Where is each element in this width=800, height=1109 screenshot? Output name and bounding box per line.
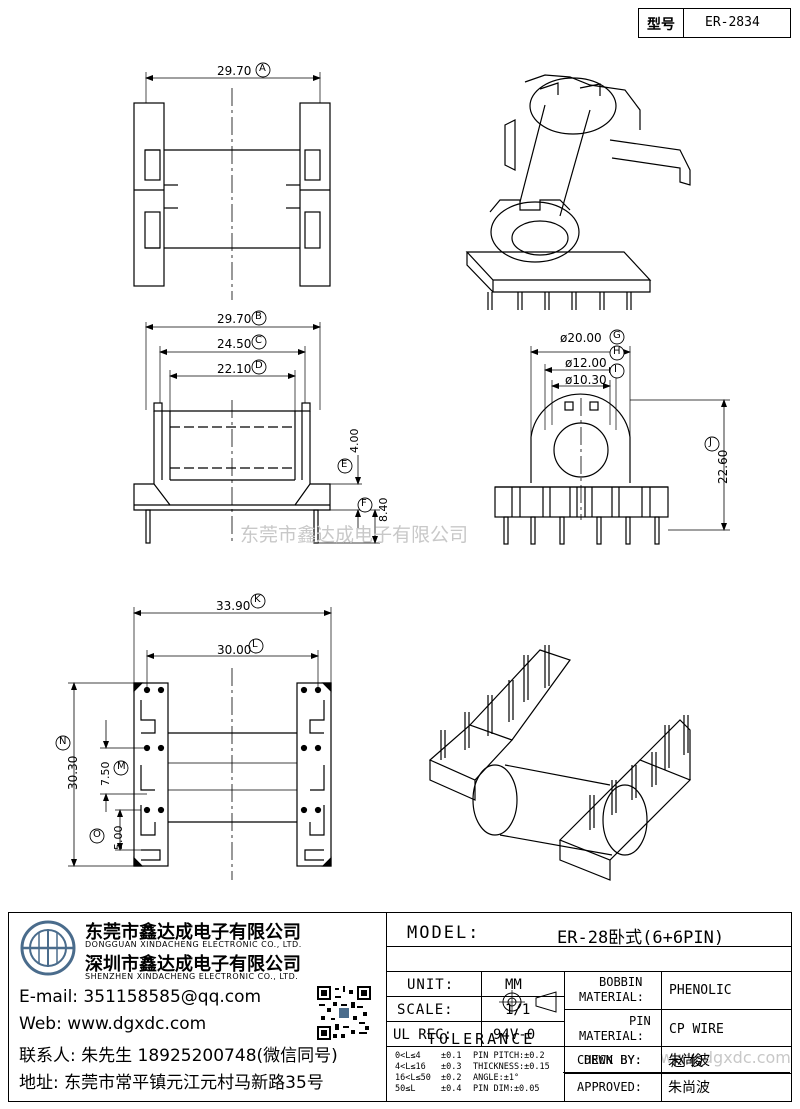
tol-spec: ANGLE:±1° <box>473 1073 520 1083</box>
dim-i-label: ø10.30 <box>565 373 607 387</box>
watermark-text: 东莞市鑫达成电子有限公司 <box>240 524 469 546</box>
dim-f-label: 8.40 <box>377 497 390 523</box>
bobbin-value: PHENOLIC <box>669 983 732 998</box>
callout-circles <box>55 62 720 844</box>
tol-row: 16<L≤50 ±0.2 ANGLE:±1° <box>395 1073 563 1084</box>
callout-l: L <box>252 639 258 650</box>
end-view <box>494 346 730 545</box>
footer: 东莞市鑫达成电子有限公司 DONGGUAN XINDACHENG ELECTRO… <box>8 912 792 1102</box>
dim-h-label: ø12.00 <box>565 356 607 370</box>
callout-f: F <box>361 498 367 509</box>
dim-c-label: 24.50 <box>217 337 252 351</box>
tol-value: ±0.1 <box>441 1051 462 1061</box>
callout-k: K <box>254 594 261 605</box>
tol-spec: THICKNESS:±0.15 <box>473 1062 550 1072</box>
dim-b-label: 29.70 <box>217 312 252 326</box>
qr-code <box>317 986 371 1040</box>
tol-value: ±0.4 <box>441 1084 462 1094</box>
company-web: Web: www.dgxdc.com <box>19 1014 207 1034</box>
scale-label: SCALE: <box>397 1002 454 1018</box>
tol-spec: PIN PITCH:±0.2 <box>473 1051 545 1061</box>
dim-m-label: 7.50 <box>99 761 112 787</box>
dim-n-label: 30.30 <box>66 755 80 790</box>
company-name-sz: 深圳市鑫达成电子有限公司 <box>85 954 301 975</box>
drwn-label: DRWN BY: <box>584 1053 642 1067</box>
company-name-sz-en: SHENZHEN XINDACHENG ELECTRONIC CO., LTD. <box>85 972 299 981</box>
approved-value: 朱尚波 <box>668 1080 710 1096</box>
company-name-dg: 东莞市鑫达成电子有限公司 <box>85 922 301 943</box>
type-value: ER-2834 <box>705 15 760 30</box>
projection-symbol <box>499 990 557 1014</box>
tol-row: 50≤L ±0.4 PIN DIM:±0.05 <box>395 1084 563 1095</box>
tol-value: ±0.2 <box>441 1073 462 1083</box>
tol-row: 0<L≤4 ±0.1 PIN PITCH:±0.2 <box>395 1051 563 1062</box>
pin-label-2: MATERIAL: <box>579 1029 645 1043</box>
company-name-dg-en: DONGGUAN XINDACHENG ELECTRONIC CO., LTD. <box>85 940 302 949</box>
dim-e-label: 4.00 <box>348 428 361 454</box>
tol-range: 0<L≤4 <box>395 1051 421 1061</box>
tol-value: ±0.3 <box>441 1062 462 1072</box>
tol-spec: PIN DIM:±0.05 <box>473 1084 540 1094</box>
check-value: 朱尚波 <box>668 1053 710 1069</box>
company-address: 地址: 东莞市常平镇元江元村马新路35号 <box>19 1073 324 1093</box>
isometric-view-bottom <box>428 645 692 881</box>
company-email: E-mail: 351158585@qq.com <box>19 987 262 1007</box>
ulrec-value: 94V-0 <box>493 1027 536 1043</box>
top-view <box>133 72 331 300</box>
callout-h: H <box>613 346 621 357</box>
callout-i: I <box>614 364 617 375</box>
model-value: ER-28卧式(6+6PIN) <box>557 928 725 948</box>
drawing-canvas <box>55 62 730 881</box>
drwn-value: 赵 俊 <box>671 1054 704 1070</box>
callout-n: N <box>59 736 67 747</box>
tol-range: 16<L≤50 <box>395 1073 431 1083</box>
callout-g: G <box>613 330 621 341</box>
dim-d-label: 22.10 <box>217 362 252 376</box>
bobbin-label-2: MATERIAL: <box>579 990 645 1004</box>
callout-e: E <box>341 459 348 470</box>
bottom-view <box>68 607 332 880</box>
callout-m: M <box>117 761 126 772</box>
callout-b: B <box>255 311 262 322</box>
model-label: MODEL: <box>407 923 481 943</box>
tolerance-label: TOLERANCE <box>427 1030 536 1048</box>
callout-a: A <box>259 63 266 74</box>
dim-k-label: 33.90 <box>216 599 251 613</box>
company-contact: 联系人: 朱先生 18925200748(微信同号) <box>19 1046 338 1066</box>
header-box: 型号 ER-2834 <box>638 8 791 38</box>
callout-d: D <box>255 360 263 371</box>
bobbin-label-1: BOBBIN <box>599 975 643 989</box>
ulrec-label: UL REC: <box>393 1027 453 1043</box>
tol-range: 4<L≤16 <box>395 1062 426 1072</box>
company-logo <box>20 920 76 976</box>
unit-value: MM <box>505 977 522 993</box>
unit-label: UNIT: <box>407 977 455 993</box>
approved-label: APPROVED: <box>577 1080 643 1094</box>
pin-value: CP WIRE <box>669 1022 724 1037</box>
side-view <box>133 322 380 545</box>
dim-a-label: 29.70 <box>217 64 252 78</box>
dim-j-label: 22.60 <box>716 449 730 484</box>
callout-j: J <box>709 437 712 448</box>
check-label-row: CHECK BY: <box>577 1053 643 1067</box>
dim-g-label: ø20.00 <box>560 331 602 345</box>
tol-range: 50≤L <box>395 1084 416 1094</box>
callout-o: O <box>93 829 101 840</box>
pin-label-1: PIN <box>629 1014 651 1028</box>
tol-row: 4<L≤16 ±0.3 THICKNESS:±0.15 <box>395 1062 563 1073</box>
isometric-view-top <box>465 74 691 310</box>
type-label: 型号 <box>647 17 675 33</box>
dim-o-label: 5.00 <box>112 825 125 851</box>
dim-l-label: 30.00 <box>217 643 252 657</box>
callout-c: C <box>255 335 262 346</box>
watermark-url: www.dgxdc.com <box>660 1048 791 1067</box>
